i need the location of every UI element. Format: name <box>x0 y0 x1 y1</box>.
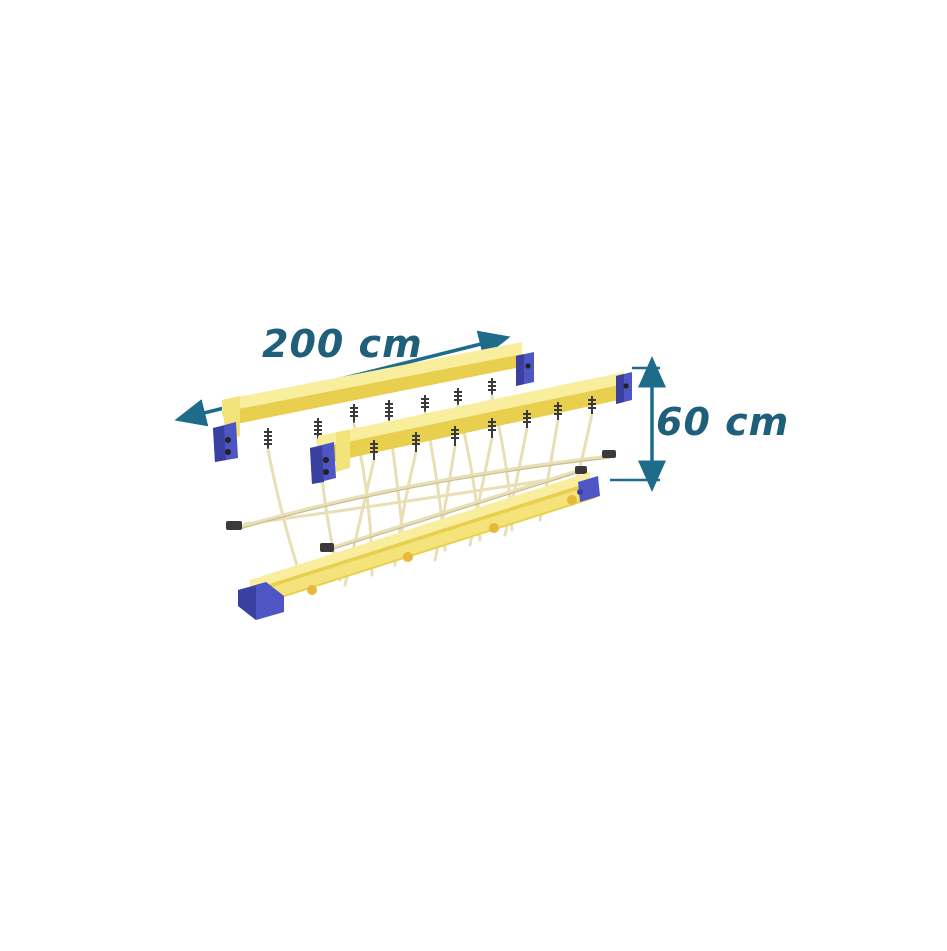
bolt-icon <box>307 495 577 595</box>
rope-net <box>238 394 612 587</box>
height-dimension-label: 60 cm <box>656 400 790 444</box>
base-beam <box>238 472 600 620</box>
front-rail <box>310 372 632 484</box>
rope-end-fittings <box>226 450 616 552</box>
bracket-icon <box>516 352 534 386</box>
back-rail <box>213 342 534 462</box>
bracket-icon <box>616 372 632 404</box>
rope-net-shadow <box>239 457 611 551</box>
bracket-icon <box>577 476 600 502</box>
length-dimension-label: 200 cm <box>262 322 423 366</box>
bracket-icon <box>213 422 238 462</box>
back-springs <box>264 378 496 450</box>
front-springs <box>370 396 596 460</box>
bracket-icon <box>238 582 284 620</box>
bracket-icon <box>310 442 336 484</box>
